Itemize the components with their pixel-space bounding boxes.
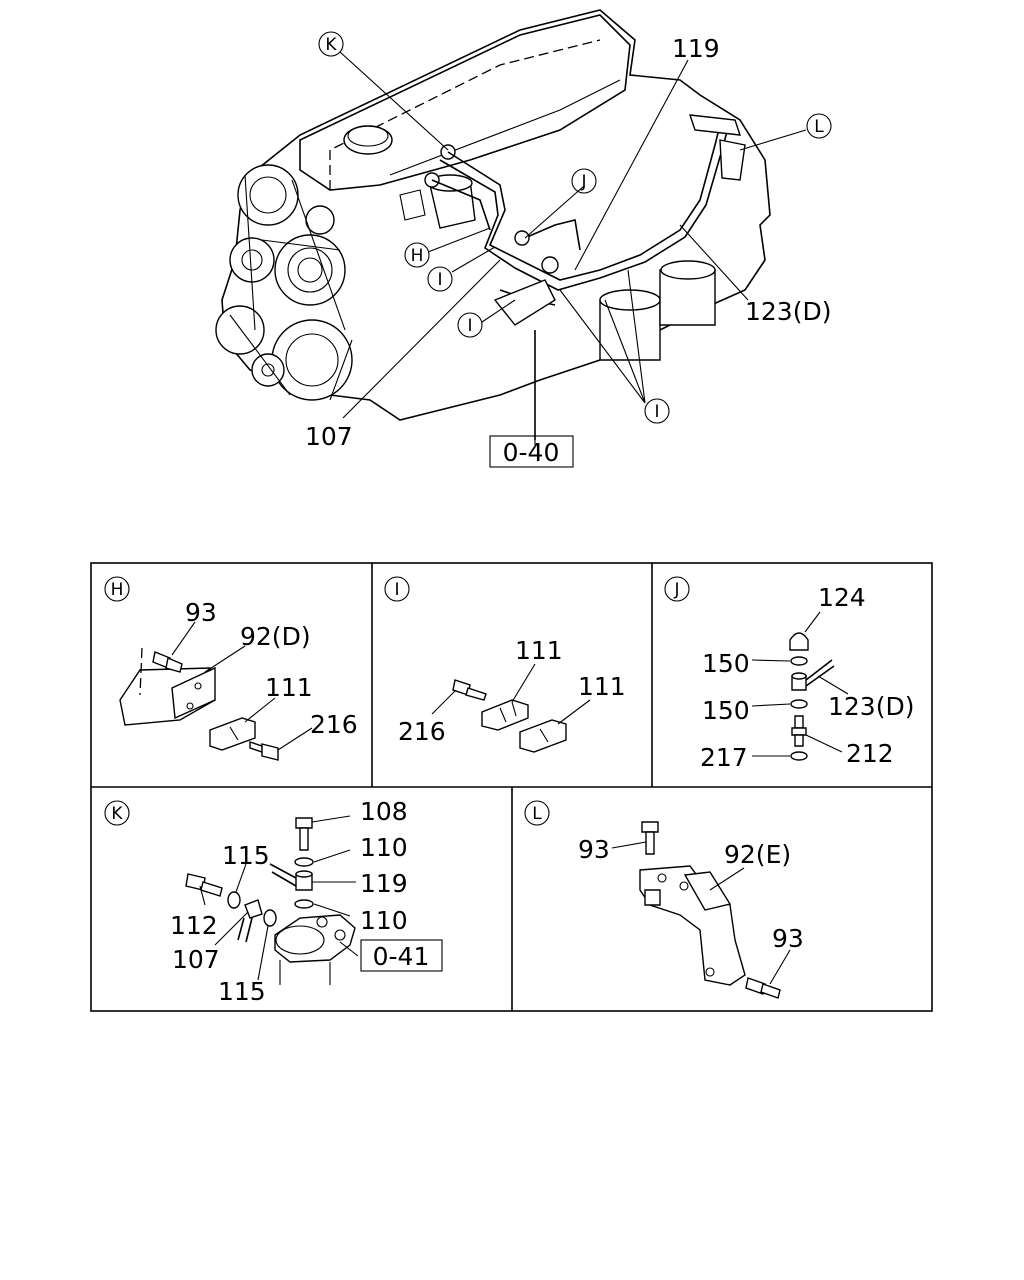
callout-j-top: J bbox=[580, 172, 586, 192]
callout-i-top-1: I bbox=[437, 270, 442, 290]
detail-panels-grid bbox=[90, 562, 933, 1012]
panel-k-115a: 115 bbox=[222, 841, 270, 870]
panel-l-93a: 93 bbox=[578, 835, 610, 864]
panel-j-tag: J bbox=[673, 580, 679, 600]
panel-i-111a: 111 bbox=[515, 636, 563, 665]
panel-h: H 93 92(D) 111 216 bbox=[104, 576, 358, 761]
panel-k-tag: K bbox=[111, 804, 123, 824]
panel-h-216: 216 bbox=[310, 710, 358, 739]
panel-k-112: 112 bbox=[170, 911, 218, 940]
ref-box-0-40 bbox=[489, 435, 574, 468]
panel-l-93b: 93 bbox=[772, 924, 804, 953]
panel-h-tag: H bbox=[111, 580, 124, 600]
panel-i-111b: 111 bbox=[578, 672, 626, 701]
panel-k: K 108 1 bbox=[104, 797, 443, 1006]
panel-k-119: 119 bbox=[360, 869, 408, 898]
panel-k-108: 108 bbox=[360, 797, 408, 826]
panel-k-110b: 110 bbox=[360, 906, 408, 935]
callout-i-top-2: I bbox=[467, 316, 472, 336]
panel-j-217: 217 bbox=[700, 743, 748, 772]
top-callouts: K L J H I I I 119 123(D) 107 0-40 bbox=[305, 31, 832, 468]
ref-label-0-40: 0-40 bbox=[503, 438, 560, 467]
panel-h-92d: 92(D) bbox=[240, 622, 311, 651]
callout-i-top-3: I bbox=[654, 402, 659, 422]
panel-i-216: 216 bbox=[398, 717, 446, 746]
callout-k-top: K bbox=[325, 35, 337, 55]
panel-j-212: 212 bbox=[846, 739, 894, 768]
part-number-123d-top: 123(D) bbox=[745, 297, 831, 326]
panel-k-110a: 110 bbox=[360, 833, 408, 862]
panel-j: J 124 150 123(D) 150 212 217 bbox=[664, 576, 914, 772]
ref-box-0-41 bbox=[360, 939, 443, 972]
panel-i: I 216 111 111 bbox=[384, 576, 626, 753]
panel-l-92e: 92(E) bbox=[724, 840, 791, 869]
panel-l: L 93 92(E) 93 bbox=[524, 800, 804, 999]
part-number-107-top: 107 bbox=[305, 422, 353, 451]
panel-k-107: 107 bbox=[172, 945, 220, 974]
panel-h-93: 93 bbox=[185, 598, 217, 627]
callout-h-top: H bbox=[411, 246, 424, 266]
panel-k-115b: 115 bbox=[218, 977, 266, 1006]
panel-h-111: 111 bbox=[265, 673, 313, 702]
panel-j-150b: 150 bbox=[702, 696, 750, 725]
panel-l-tag: L bbox=[532, 804, 542, 824]
engine-illustration bbox=[215, 9, 771, 440]
panel-j-124: 124 bbox=[818, 583, 866, 612]
top-leader-lines bbox=[339, 51, 807, 445]
ref-label-0-41: 0-41 bbox=[373, 942, 430, 971]
panel-j-150a: 150 bbox=[702, 649, 750, 678]
panel-j-123d: 123(D) bbox=[828, 692, 914, 721]
part-number-119-top: 119 bbox=[672, 34, 720, 63]
callout-l-top: L bbox=[814, 117, 824, 137]
panel-i-tag: I bbox=[394, 580, 399, 600]
